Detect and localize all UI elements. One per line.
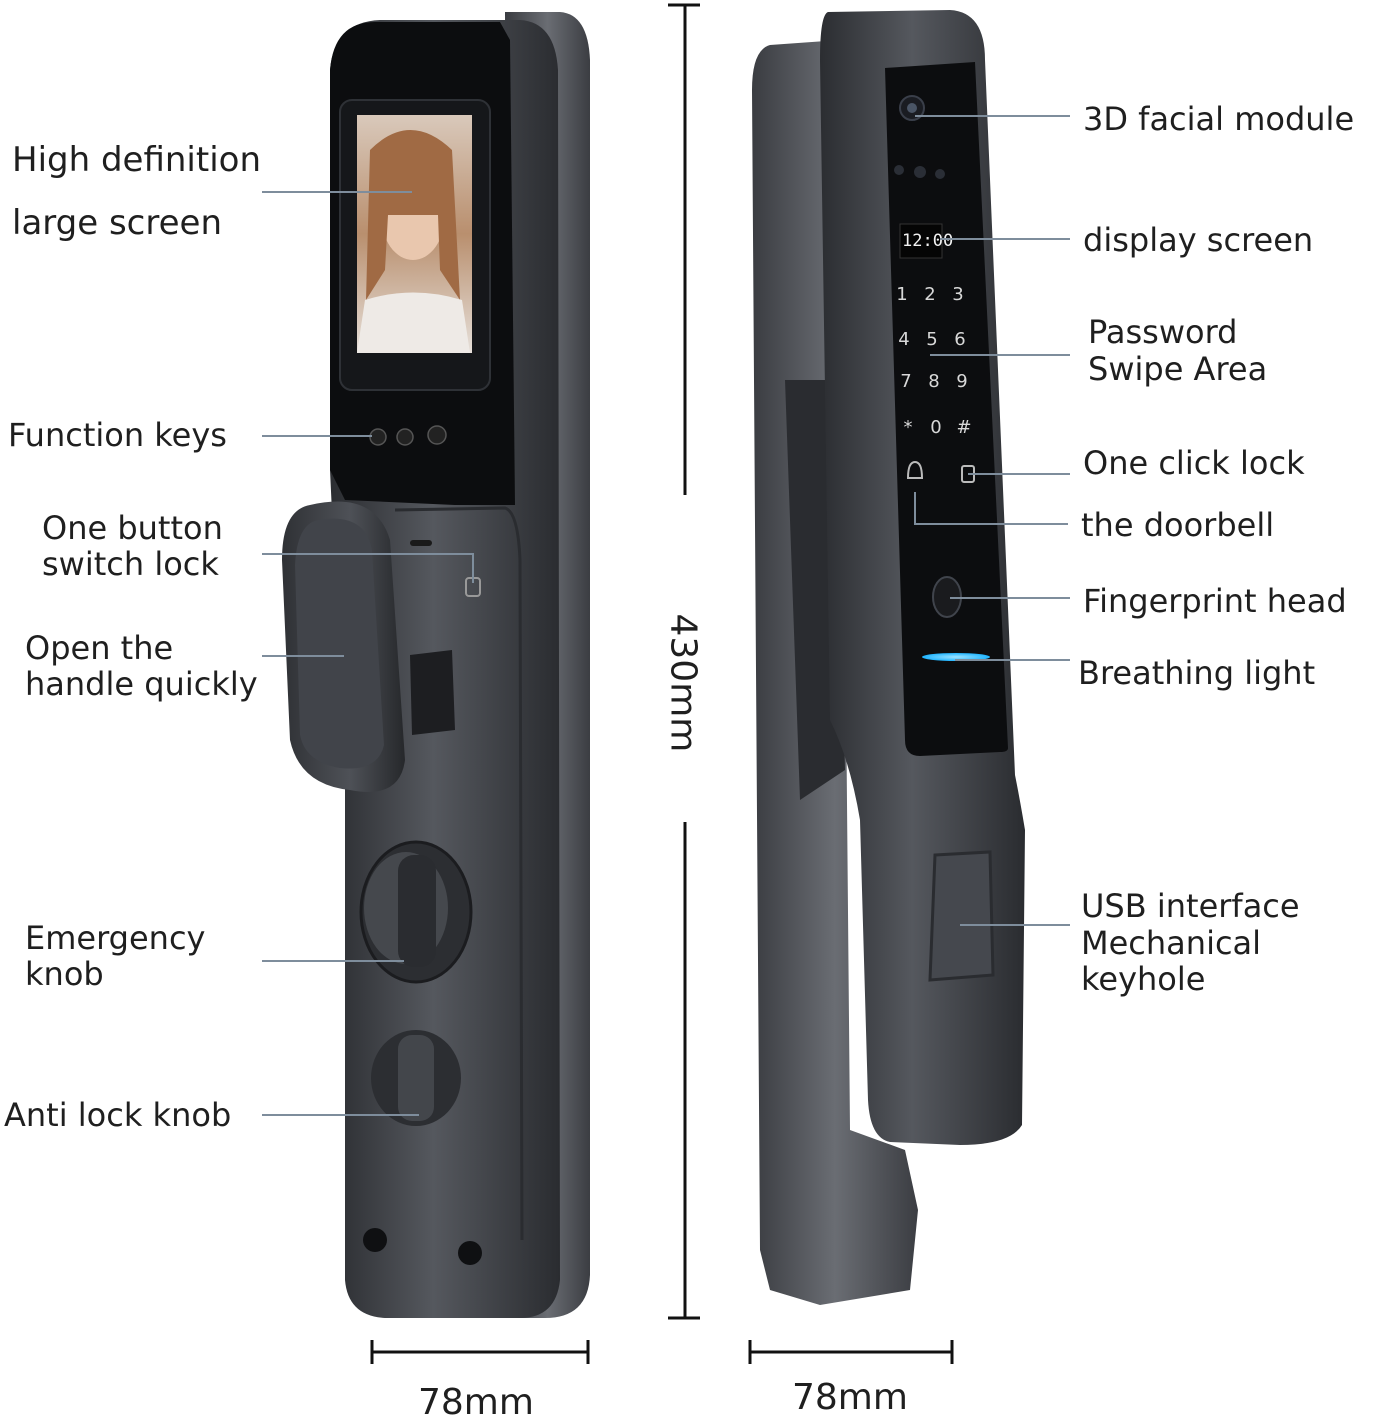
dimension-lines xyxy=(370,3,954,1364)
keypad-key: 0 xyxy=(930,417,941,438)
emergency-knob xyxy=(398,855,436,967)
label-switch-line1: One button xyxy=(42,509,223,547)
front-lock xyxy=(282,12,590,1318)
label-switch-line2: switch lock xyxy=(42,545,219,583)
side-lock: 12:00 xyxy=(752,10,1025,1305)
label-fingerprint: Fingerprint head xyxy=(1083,582,1347,620)
doorbell-icon xyxy=(906,460,924,479)
leader-lines xyxy=(262,115,1070,1116)
keypad-key: 9 xyxy=(956,371,967,392)
keypad-key: * xyxy=(904,417,913,438)
keypad-key: 8 xyxy=(928,371,939,392)
label-handle-line1: Open the xyxy=(25,629,174,667)
label-usb-line2: Mechanical xyxy=(1081,924,1262,962)
keypad-key: 4 xyxy=(898,329,909,350)
keypad-key: 3 xyxy=(952,284,963,305)
clock-readout: 12:00 xyxy=(902,231,953,251)
keypad-key: 7 xyxy=(900,371,911,392)
label-password-line2: Swipe Area xyxy=(1088,350,1268,388)
keypad-key: 6 xyxy=(954,329,965,350)
usb-cover xyxy=(928,850,995,982)
label-screen-line2: large screen xyxy=(12,203,222,243)
anti-lock-knob xyxy=(398,1035,434,1121)
dimension-width-left: 78mm xyxy=(418,1382,534,1423)
label-anti-lock: Anti lock knob xyxy=(4,1096,232,1134)
label-emergency-line1: Emergency xyxy=(25,919,206,957)
label-handle-line2: handle quickly xyxy=(25,665,258,703)
label-screen-line1: High definition xyxy=(12,140,261,180)
label-usb-line3: keyhole xyxy=(1081,960,1206,998)
dimension-height: 430mm xyxy=(662,613,704,753)
label-emergency-line2: knob xyxy=(25,955,104,993)
label-breathing-light: Breathing light xyxy=(1078,654,1316,692)
keypad-key: 1 xyxy=(896,284,907,305)
dimension-width-right: 78mm xyxy=(792,1377,908,1418)
label-one-click-lock: One click lock xyxy=(1083,444,1305,482)
label-display-screen: display screen xyxy=(1083,221,1314,259)
label-password-line1: Password xyxy=(1088,313,1238,351)
keypad-key: 5 xyxy=(926,329,937,350)
label-facial-module: 3D facial module xyxy=(1083,100,1355,138)
label-function-keys: Function keys xyxy=(8,416,227,454)
label-doorbell: the doorbell xyxy=(1081,506,1275,544)
keypad-key: # xyxy=(956,417,971,438)
label-usb-line1: USB interface xyxy=(1081,887,1300,925)
keypad-key: 2 xyxy=(924,284,935,305)
